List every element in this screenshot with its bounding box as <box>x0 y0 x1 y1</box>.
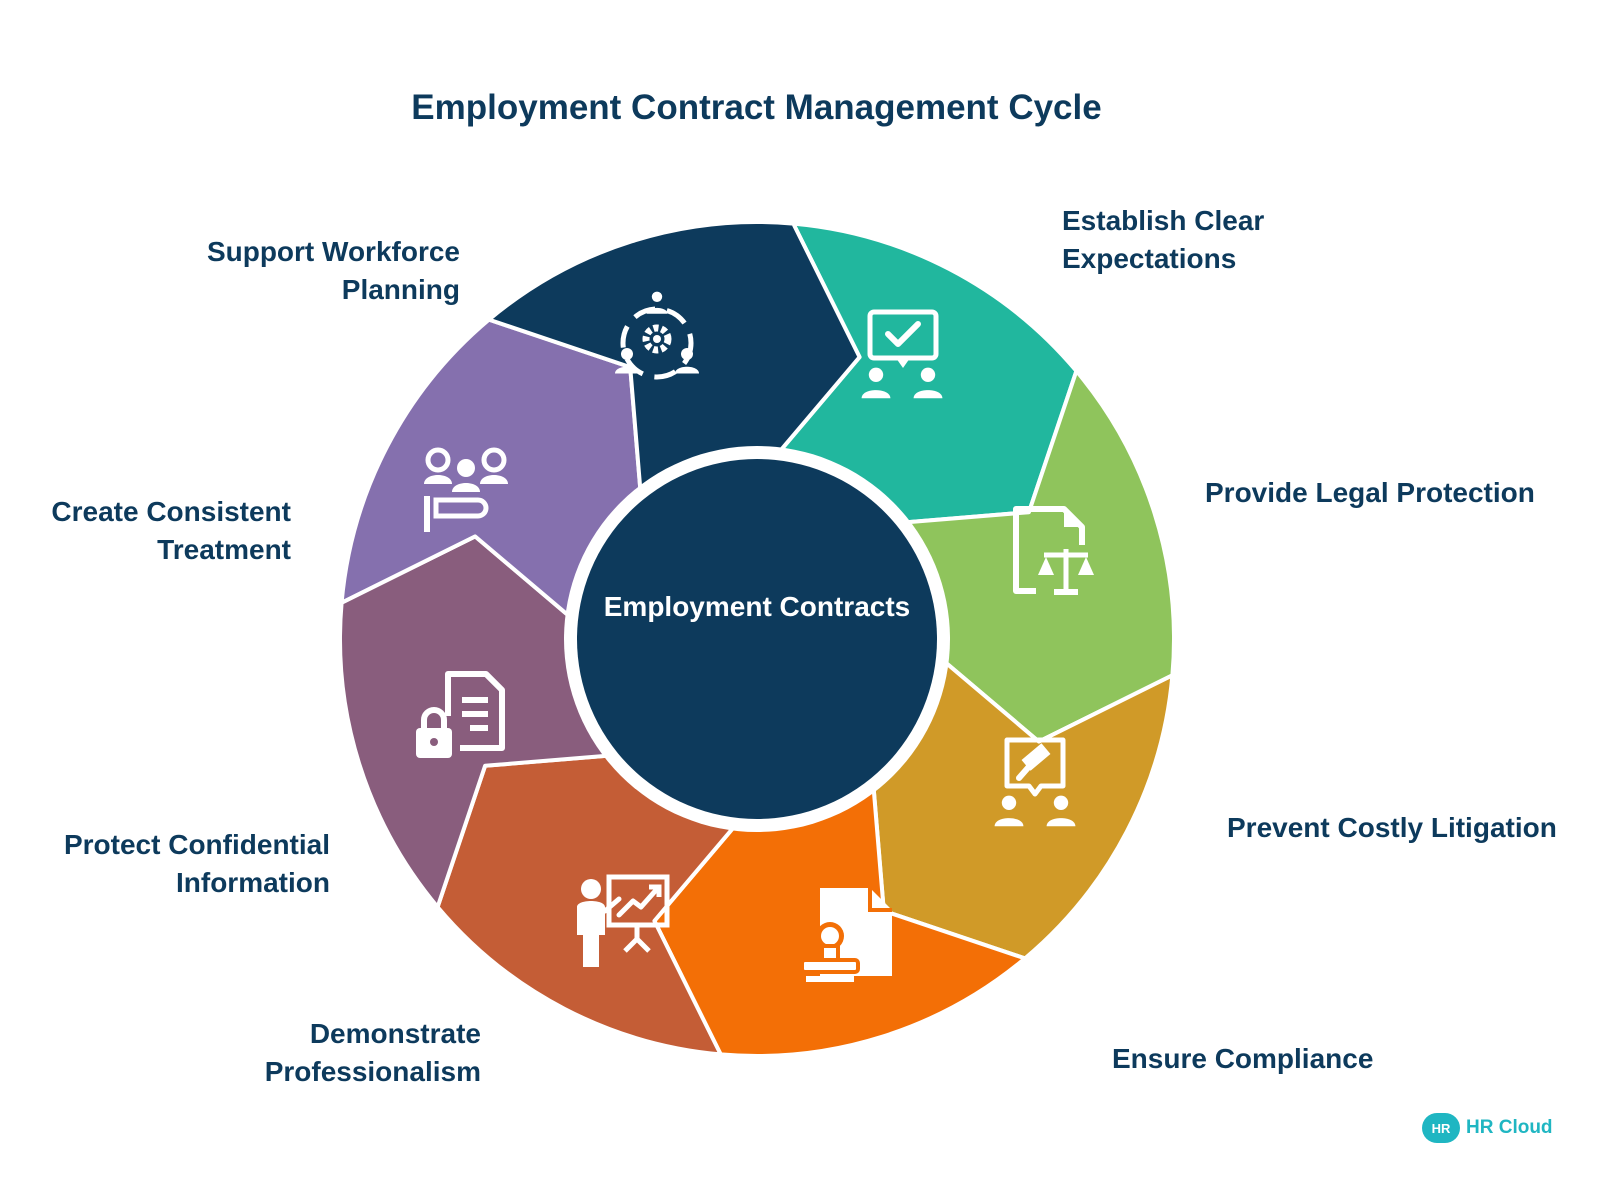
label-prevent-costly-litigation: Prevent Costly Litigation <box>1227 809 1557 847</box>
label-line: Demonstrate <box>309 1018 481 1049</box>
center-circle <box>577 459 937 819</box>
label-line: Prevent Costly Litigation <box>1227 812 1557 843</box>
label-protect-confidential-information: Protect Confidential Information <box>64 826 330 902</box>
label-line: Support Workforce <box>206 236 460 267</box>
label-line: Expectations <box>1062 243 1237 274</box>
label-line: Create Consistent <box>51 496 291 527</box>
center-label: Employment Contracts <box>604 591 911 622</box>
team-equality-icon <box>424 447 508 532</box>
label-line: Professionalism <box>264 1056 481 1087</box>
label-establish-clear-expectations: Establish Clear Expectations <box>1062 202 1264 278</box>
label-demonstrate-professionalism: Demonstrate Professionalism <box>265 1015 481 1091</box>
gavel-discussion-icon <box>994 737 1076 827</box>
label-provide-legal-protection: Provide Legal Protection <box>1205 474 1535 512</box>
label-line: Planning <box>341 274 460 305</box>
stamp-document-icon <box>800 888 892 982</box>
hr-cloud-logo: HR HR Cloud <box>1422 1108 1567 1148</box>
cycle-segments <box>338 220 1176 1058</box>
label-line: Information <box>176 867 330 898</box>
label-line: Protect Confidential <box>63 829 330 860</box>
label-line: Ensure Compliance <box>1112 1043 1374 1074</box>
label-ensure-compliance: Ensure Compliance <box>1112 1040 1373 1078</box>
label-line: Establish Clear <box>1062 205 1265 236</box>
legal-document-scales-icon <box>1013 506 1096 599</box>
label-line: Treatment <box>157 534 291 565</box>
locked-document-icon <box>414 671 505 760</box>
team-gear-icon <box>615 291 699 380</box>
label-create-consistent-treatment: Create Consistent Treatment <box>51 493 291 569</box>
presenter-chart-icon <box>577 874 670 967</box>
page-title: Employment Contract Management Cycle <box>411 88 1102 127</box>
logo-text: HR Cloud <box>1466 1117 1553 1138</box>
label-line: Provide Legal Protection <box>1205 477 1535 508</box>
logo-mark: HR <box>1422 1113 1460 1143</box>
feedback-checkmark-icon <box>861 309 943 399</box>
label-support-workforce-planning: Support Workforce Planning <box>207 233 460 309</box>
